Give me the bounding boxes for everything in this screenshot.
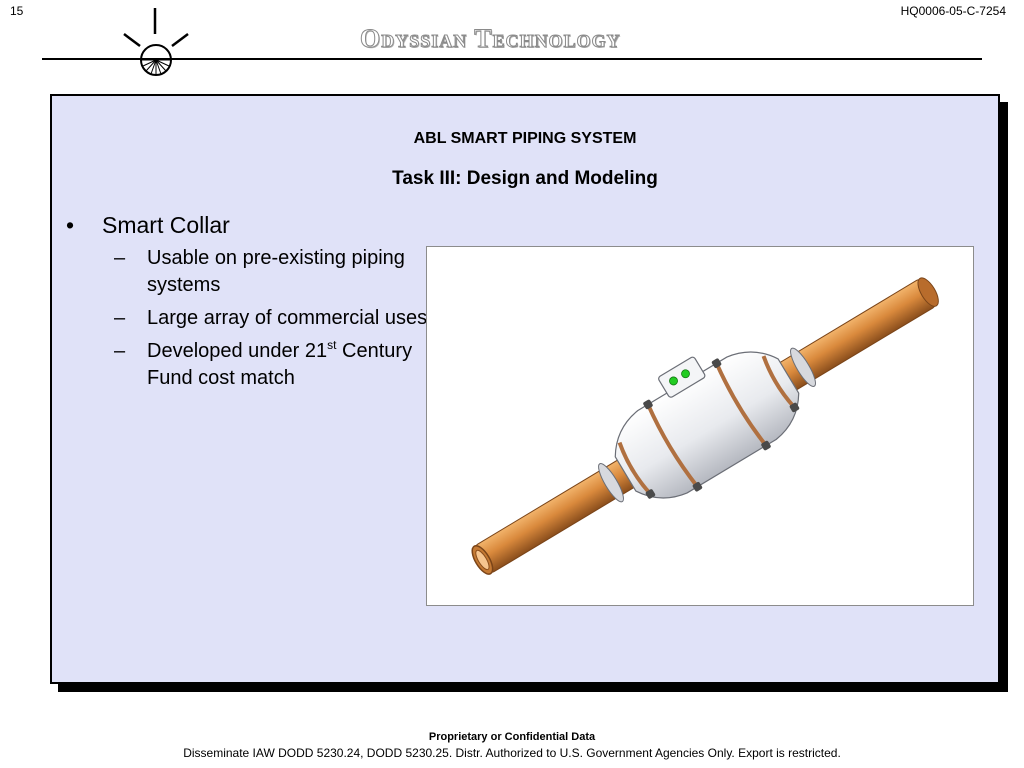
sub-bullet-item: – Usable on pre-existing piping systems	[114, 245, 436, 299]
sub-bullet-text: Usable on pre-existing piping systems	[147, 247, 405, 296]
sub-bullet-dash: –	[114, 247, 126, 269]
sub-bullet-dash: –	[114, 307, 126, 329]
company-name: Odyssian Technology	[360, 24, 621, 54]
sub-bullet-text: Developed under 21st Century Fund cost m…	[147, 338, 436, 392]
sunrise-logo-icon	[110, 4, 205, 79]
slide-title: ABL SMART PIPING SYSTEM	[413, 130, 637, 147]
sub-bullet-text: Large array of commercial uses	[147, 307, 428, 329]
smart-collar-illustration	[471, 277, 939, 575]
bullet-list: • Smart Collar – Usable on pre-existing …	[66, 212, 436, 398]
slide-subtitle: Task III: Design and Modeling	[392, 168, 658, 189]
sub-bullet-text-part: Developed under 21	[147, 340, 328, 362]
smart-collar-image	[426, 246, 974, 606]
header-divider	[42, 58, 982, 60]
footer-title: Proprietary or Confidential Data	[428, 731, 596, 743]
footer-disclaimer: Disseminate IAW DODD 5230.24, DODD 5230.…	[183, 746, 841, 760]
sub-bullet-item: – Large array of commercial uses	[114, 305, 436, 332]
sub-bullet-text-part: Century Fund cost match	[147, 340, 413, 389]
sub-bullet-dash: –	[114, 340, 126, 362]
content-panel: ABL SMART PIPING SYSTEM Task III: Design…	[50, 94, 1000, 684]
bullet-label: Smart Collar	[102, 212, 230, 238]
page-number: 15	[10, 4, 24, 18]
bullet-item: • Smart Collar	[66, 212, 436, 239]
superscript: st	[327, 338, 337, 352]
sub-bullet-item: – Developed under 21st Century Fund cost…	[114, 338, 436, 392]
sub-bullet-list: – Usable on pre-existing piping systems …	[114, 245, 436, 392]
bullet-marker: •	[66, 212, 75, 238]
document-id: HQ0006-05-C-7254	[900, 4, 1006, 18]
